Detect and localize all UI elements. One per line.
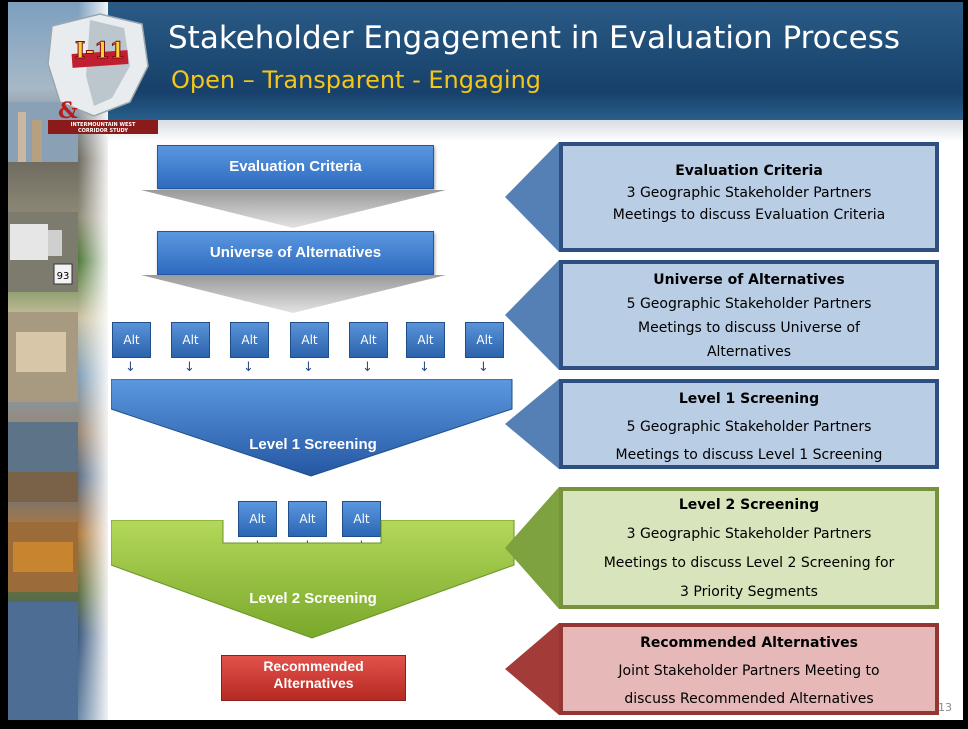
- info-box-line: 3 Priority Segments: [680, 584, 818, 600]
- step-level-2-screening: Level 2 Screening: [249, 590, 377, 607]
- photo-strip: 93: [8, 2, 108, 720]
- info-box-line: discuss Recommended Alternatives: [624, 691, 874, 707]
- step-universe-of-alternatives: Universe of Alternatives: [157, 231, 434, 275]
- logo-tagline-1: INTERMOUNTAIN WEST: [71, 122, 136, 128]
- info-box-heading: Level 2 Screening: [678, 497, 820, 513]
- header-swoosh: [8, 120, 963, 142]
- alt-box: Alt: [290, 322, 329, 358]
- alt-box: Alt: [342, 501, 381, 537]
- recommended-line-1: Recommended: [263, 658, 364, 674]
- info-box-level-1-screening: Level 1 Screening 5 Geographic Stakehold…: [559, 379, 939, 469]
- slide-frame: Stakeholder Engagement in Evaluation Pro…: [8, 2, 963, 720]
- info-box-heading: Universe of Alternatives: [653, 272, 845, 288]
- step-universe-label: Universe of Alternatives: [209, 244, 382, 261]
- chevron-left-icon: [505, 142, 559, 252]
- slide-subtitle: Open – Transparent - Engaging: [171, 66, 542, 94]
- slide-title: Stakeholder Engagement in Evaluation Pro…: [168, 20, 901, 56]
- alt-box: Alt: [288, 501, 327, 537]
- info-box-line: 5 Geographic Stakeholder Partners: [626, 419, 872, 435]
- funnel-arrow-2: [141, 275, 446, 313]
- step-evaluation-criteria: Evaluation Criteria: [157, 145, 434, 189]
- arrow-down-icon: ↓: [362, 360, 373, 375]
- info-box-recommended-alternatives: Recommended Alternatives Joint Stakehold…: [559, 623, 939, 715]
- alt-box: Alt: [171, 322, 210, 358]
- level1-funnel: [111, 379, 513, 477]
- arrow-down-icon: ↓: [478, 360, 489, 375]
- info-box-line: Meetings to discuss Universe of: [638, 320, 860, 336]
- info-box-evaluation-criteria: Evaluation Criteria 3 Geographic Stakeho…: [559, 142, 939, 252]
- header-bar: [8, 2, 963, 130]
- recommended-line-2: Alternatives: [273, 675, 354, 691]
- logo-tagline-2: CORRIDOR STUDY: [78, 128, 128, 134]
- logo-ampersand: &: [58, 98, 78, 124]
- info-box-heading: Recommended Alternatives: [640, 635, 858, 651]
- chevron-left-icon: [505, 260, 559, 370]
- arrow-down-icon: ↓: [243, 360, 254, 375]
- info-box-line: Joint Stakeholder Partners Meeting to: [618, 663, 880, 679]
- chevron-left-icon: [505, 379, 559, 469]
- step-recommended-alternatives: Recommended Alternatives: [221, 655, 406, 701]
- info-box-level-2-screening: Level 2 Screening 3 Geographic Stakehold…: [559, 487, 939, 609]
- alt-box: Alt: [112, 322, 151, 358]
- chevron-left-icon: [505, 623, 559, 715]
- info-box-line: 3 Geographic Stakeholder Partners: [626, 526, 872, 542]
- route-sign-text: 93: [57, 271, 70, 282]
- alt-box: Alt: [238, 501, 277, 537]
- funnel-arrow-1: [141, 190, 446, 228]
- info-box-line: Meetings to discuss Level 2 Screening fo…: [603, 555, 895, 571]
- alt-box: Alt: [230, 322, 269, 358]
- arrow-down-icon: ↓: [125, 360, 136, 375]
- logo-mark: I-11: [75, 38, 125, 64]
- chevron-left-icon: [505, 487, 559, 609]
- step-level-1-screening: Level 1 Screening: [249, 436, 377, 453]
- arrow-down-icon: ↓: [184, 360, 195, 375]
- info-box-universe-of-alternatives: Universe of Alternatives 5 Geographic St…: [559, 260, 939, 370]
- level2-funnel: [111, 520, 515, 639]
- page-number: 13: [938, 701, 952, 714]
- arrow-down-icon: ↓: [419, 360, 430, 375]
- photo-collage: 93: [8, 102, 78, 720]
- info-box-line: Meetings to discuss Evaluation Criteria: [612, 207, 886, 223]
- arrow-down-icon: ↓: [303, 360, 314, 375]
- info-box-line: 5 Geographic Stakeholder Partners: [626, 296, 872, 312]
- alt-box: Alt: [406, 322, 445, 358]
- info-box-heading: Evaluation Criteria: [675, 163, 823, 179]
- info-box-line: Alternatives: [706, 344, 792, 360]
- step-evaluation-criteria-label: Evaluation Criteria: [229, 158, 362, 175]
- alt-box: Alt: [349, 322, 388, 358]
- i11-logo: I-11 & INTERMOUNTAIN WEST CORRIDOR STUDY: [47, 13, 158, 134]
- info-box-line: 3 Geographic Stakeholder Partners: [626, 185, 872, 201]
- info-box-line: Meetings to discuss Level 1 Screening: [615, 447, 883, 463]
- alt-box: Alt: [465, 322, 504, 358]
- info-box-heading: Level 1 Screening: [678, 391, 820, 407]
